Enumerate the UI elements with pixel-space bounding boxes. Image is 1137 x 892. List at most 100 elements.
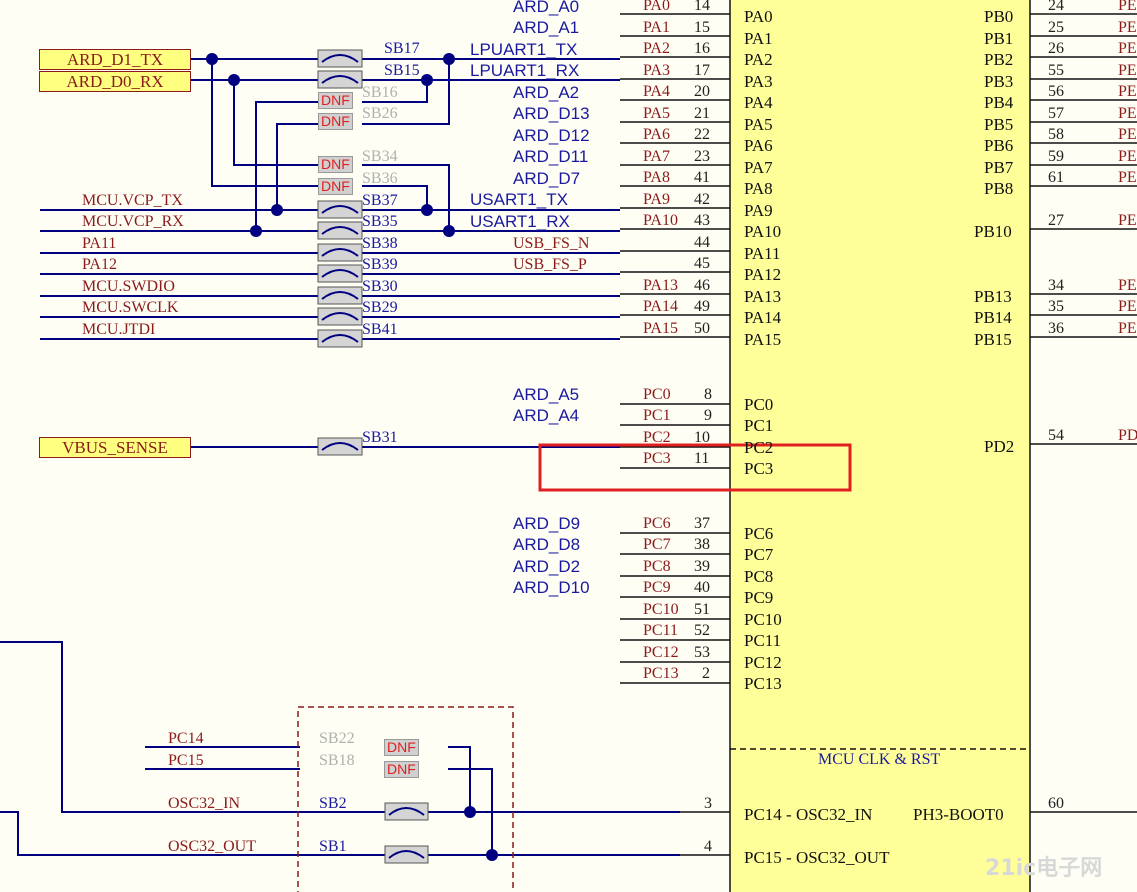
ic-pin-label: PC15 - OSC32_OUT [744, 848, 890, 867]
pin-name: PC6 [643, 515, 671, 532]
ic-pin-label: PD2 [984, 437, 1015, 456]
ic-pin-label: PB6 [984, 136, 1014, 155]
sb-label: SB39 [362, 256, 398, 273]
watermark: 21ic电子网 [985, 856, 1103, 881]
net-label: PE [1118, 126, 1137, 143]
pin-name: PA3 [643, 62, 670, 79]
pin-number: 34 [1048, 277, 1064, 294]
pin-number: 39 [694, 558, 710, 575]
pin-name: PC2 [643, 429, 671, 446]
ic-pin-label: PA0 [744, 7, 773, 26]
sb-label: SB1 [319, 838, 347, 855]
sb-label: SB38 [362, 235, 398, 252]
ic-pin-label: PA11 [744, 244, 781, 263]
pin-number: 2 [702, 665, 710, 682]
ic-pin-label: PC10 [744, 610, 782, 629]
ic-pin-label: PA9 [744, 201, 773, 220]
net-label: PE [1118, 298, 1137, 315]
pin-number: 57 [1048, 105, 1064, 122]
pin-number: 51 [694, 601, 710, 618]
sb-label: SB16 [362, 84, 398, 101]
sb-label: SB30 [362, 278, 398, 295]
pin-number: 45 [694, 255, 710, 272]
net-label: MCU.VCP_RX [82, 213, 184, 230]
signal-label: ARD_D11 [513, 147, 589, 166]
pin-number: 43 [694, 212, 710, 229]
ic-pin-label: PB4 [984, 93, 1014, 112]
signal-label: USART1_RX [470, 212, 570, 231]
pin-name: PC0 [643, 386, 671, 403]
pin-number: 61 [1048, 169, 1064, 186]
pin-number: 20 [694, 83, 710, 100]
pin-name: PA6 [643, 126, 670, 143]
pin-number: 35 [1048, 298, 1064, 315]
ic-pin-label: PB10 [974, 222, 1012, 241]
pin-number: 53 [694, 644, 710, 661]
pin-number: 49 [694, 298, 710, 315]
ic-pin-label: PA12 [744, 265, 782, 284]
net-label: MCU.VCP_TX [82, 192, 183, 209]
net-label: OSC32_OUT [168, 838, 257, 855]
dnf-marker: DNF [384, 761, 419, 778]
pin-name: PA4 [643, 83, 670, 100]
ic-pin-label: PA7 [744, 158, 773, 177]
net-label: PE [1118, 320, 1137, 337]
net-label: PE [1118, 105, 1137, 122]
pin-name: PA15 [643, 320, 678, 337]
pin-name: PA8 [643, 169, 670, 186]
ic-pin-label: PB15 [974, 330, 1012, 349]
net-label: MCU.SWCLK [82, 299, 179, 316]
pin-name: PC11 [643, 622, 678, 639]
net-label: PE [1118, 0, 1137, 14]
pin-number: 59 [1048, 148, 1064, 165]
net-label: PE [1118, 83, 1137, 100]
pin-number: 22 [694, 126, 710, 143]
pin-number: 52 [694, 622, 710, 639]
ic-pin-label: PA1 [744, 29, 773, 48]
pin-number: 46 [694, 277, 710, 294]
signal-label: ARD_A0 [513, 0, 580, 16]
dnf-marker: DNF [384, 739, 419, 756]
pin-name: PA9 [643, 191, 670, 208]
net-label: OSC32_IN [168, 795, 241, 812]
net-label: MCU.SWDIO [82, 278, 175, 295]
signal-label: ARD_D13 [513, 104, 590, 123]
pin-number: 54 [1048, 427, 1064, 444]
ic-pin-label: PA2 [744, 50, 773, 69]
pin-name: PA7 [643, 148, 670, 165]
pin-number: 24 [1048, 0, 1064, 14]
pin-name: PC9 [643, 579, 671, 596]
signal-label: ARD_D12 [513, 126, 590, 145]
sb-label: SB31 [362, 429, 398, 446]
pin-number: 60 [1048, 795, 1064, 812]
sb-label: SB37 [362, 192, 398, 209]
net-label: PD [1118, 427, 1137, 444]
signal-label: ARD_D2 [513, 557, 581, 576]
pin-name: PC13 [643, 665, 679, 682]
dnf-marker: DNF [318, 113, 353, 130]
ic-pin-label: PC13 [744, 674, 782, 693]
sb-label: SB36 [362, 170, 398, 187]
pin-name: PC1 [643, 407, 671, 424]
pin-number: 16 [694, 40, 710, 57]
ic-pin-label: PA4 [744, 93, 773, 112]
signal-label: ARD_D7 [513, 169, 581, 188]
pin-name: PA2 [643, 40, 670, 57]
signal-label: LPUART1_TX [470, 40, 578, 59]
dnf-marker: DNF [318, 156, 353, 173]
net-label: PE [1118, 148, 1137, 165]
ic-pin-label: PB14 [974, 308, 1012, 327]
port-ard-d0-rx: ARD_D0_RX [39, 71, 191, 92]
pin-number: 40 [694, 579, 710, 596]
section-title: MCU CLK & RST [818, 751, 941, 768]
pin-number: 9 [704, 407, 712, 424]
signal-label: ARD_A5 [513, 385, 580, 404]
net-label: PC14 [168, 730, 204, 747]
sb-label: SB26 [362, 105, 398, 122]
ic-pin-label: PC9 [744, 588, 774, 607]
net-label: PE [1118, 62, 1137, 79]
pin-number: 41 [694, 169, 710, 186]
ic-pin-label: PC1 [744, 416, 774, 435]
signal-label: USART1_TX [470, 190, 568, 209]
